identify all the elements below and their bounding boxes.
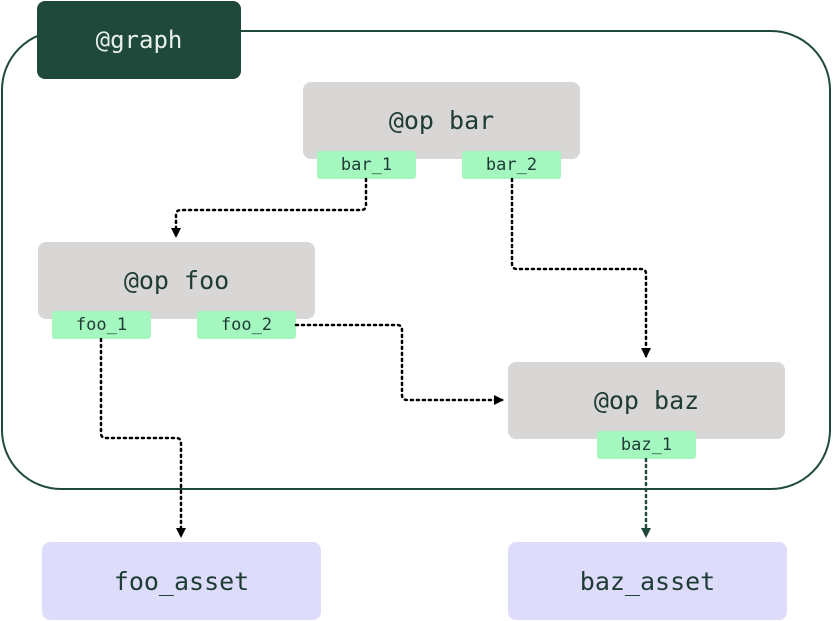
edge-bar1-to-foo (171, 177, 368, 238)
asset-baz: baz_asset (508, 542, 787, 620)
graph-container (1, 30, 831, 490)
port-bar-1: bar_1 (317, 151, 416, 179)
port-foo-1: foo_1 (52, 311, 151, 339)
port-bar-2: bar_2 (462, 151, 561, 179)
edge-bar2-to-baz (510, 177, 651, 358)
port-foo-2: foo_2 (197, 311, 296, 339)
op-foo: @op foo (38, 242, 315, 319)
edge-foo1-to-asset (99, 337, 186, 538)
op-baz: @op baz (508, 362, 785, 439)
asset-foo: foo_asset (42, 542, 321, 620)
graph-label: @graph (37, 1, 241, 79)
edge-foo2-to-baz (294, 323, 504, 405)
port-baz-1: baz_1 (597, 431, 696, 459)
op-bar: @op bar (303, 82, 580, 159)
